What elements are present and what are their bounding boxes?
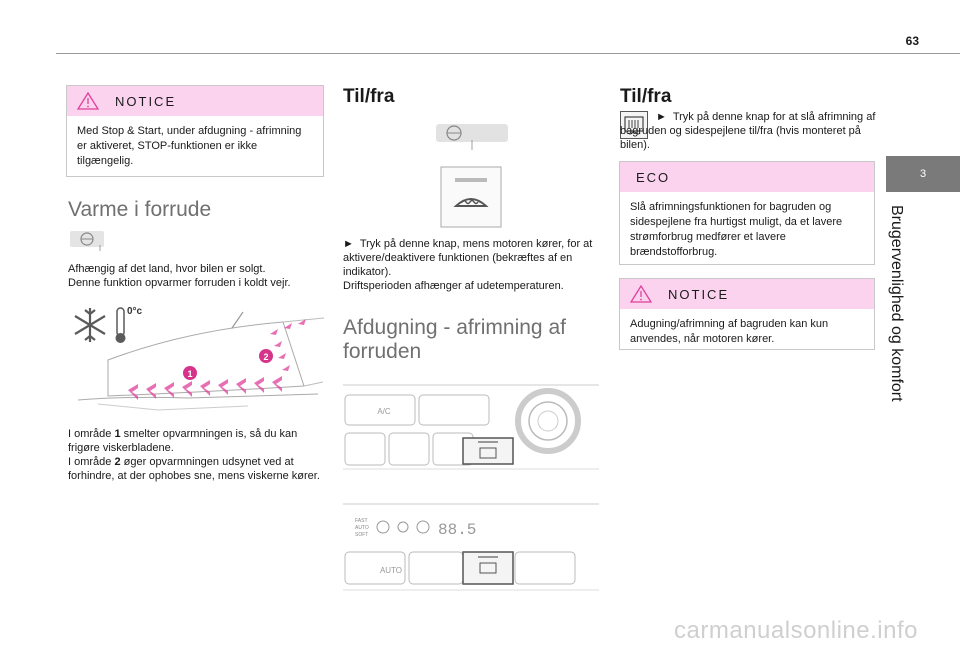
notice-box-2: NOTICE Adugning/afrimning af bagruden ka… [619, 278, 875, 350]
heated-windscreen-illustration: 0°c 1 2 [74, 306, 324, 411]
auto-button-label: AUTO [380, 566, 402, 575]
chapter-tab[interactable]: 3 [886, 156, 960, 192]
notice-header: NOTICE [67, 86, 323, 116]
steering-wheel-icon [70, 231, 104, 251]
onoff-step: ► Tryk på denne knap, mens motoren kører… [343, 238, 593, 278]
chapter-title: Brugervenlighed og komfort [880, 205, 912, 455]
onoff-duration: Driftsperioden afhænger af udetemperatur… [343, 280, 564, 292]
svg-text:FAST: FAST [355, 518, 368, 524]
zone-1-text: I område 1 smelter opvarmningen is, så d… [68, 428, 298, 454]
ac-label: A/C [377, 407, 391, 416]
svg-text:2: 2 [263, 352, 268, 362]
front-demist-button[interactable] [440, 166, 502, 228]
warning-icon [77, 92, 99, 110]
zone-marker-1 [183, 366, 197, 380]
eco-box: ECO Slå afrimningsfunktionen for bagrude… [619, 161, 875, 265]
temperature-label: 0°c [127, 306, 143, 317]
heating-zone-1 [128, 376, 282, 400]
heating-zone-2 [270, 319, 306, 371]
notice-text-2: Adugning/afrimning af bagruden kan kun a… [630, 318, 829, 345]
section-heading-onoff-rear: Til/fra [620, 86, 672, 107]
zone-marker-2 [259, 349, 273, 363]
zone-description: I område 1 smelter opvarmningen is, så d… [68, 427, 324, 483]
svg-text:1: 1 [187, 369, 192, 379]
rear-demist-instructions: ► Tryk på denne knap for at slå afrimnin… [620, 110, 876, 152]
header-rule [56, 53, 960, 54]
notice-header-2: NOTICE [620, 279, 874, 309]
climate-panel-auto: FAST AUTO SOFT 88.5 AUTO [343, 503, 599, 591]
intro-line-1: Afhængig af det land, hvor bilen er solg… [68, 263, 266, 275]
onoff-instructions: ► Tryk på denne knap, mens motoren kører… [343, 237, 601, 293]
eco-title: ECO [636, 169, 671, 185]
notice-title: NOTICE [115, 93, 177, 109]
watermark: carmanualsonline.info [674, 617, 918, 644]
section-heading-demist: Afdugning - afrimning af forruden [343, 316, 566, 363]
rear-step: ► Tryk på denne knap for at slå afrimnin… [620, 111, 876, 151]
section-heading-windscreen-heating: Varme i forrude [68, 198, 212, 221]
eco-text: Slå afrimningsfunktionen for bagruden og… [630, 201, 843, 258]
notice-box-1: NOTICE Med Stop & Start, under afdugning… [66, 85, 324, 177]
windscreen-intro: Afhængig af det land, hvor bilen er solg… [68, 262, 324, 290]
thermometer-icon [115, 307, 126, 343]
chapter-title-text: Brugervenlighed og komfort [888, 205, 905, 402]
zone-2-text: I område 2 øger opvarmningen udsynet ved… [68, 456, 320, 482]
temp-display: 88.5 [438, 521, 476, 539]
rear-demist-button[interactable] [620, 111, 648, 139]
climate-panel-manual: A/C [343, 384, 599, 470]
svg-text:SOFT: SOFT [355, 532, 368, 538]
notice-title-2: NOTICE [668, 286, 730, 302]
warning-icon [630, 285, 652, 303]
page-number: 63 [905, 34, 919, 48]
steering-wheel-icon-2 [436, 124, 508, 150]
section-heading-onoff: Til/fra [343, 86, 395, 107]
snowflake-icon [74, 308, 106, 342]
notice-text: Med Stop & Start, under afdugning - afri… [77, 125, 302, 167]
svg-text:AUTO: AUTO [355, 525, 369, 531]
intro-line-2: Denne funktion opvarmer forruden i koldt… [68, 277, 291, 289]
eco-header: ECO [620, 162, 874, 192]
